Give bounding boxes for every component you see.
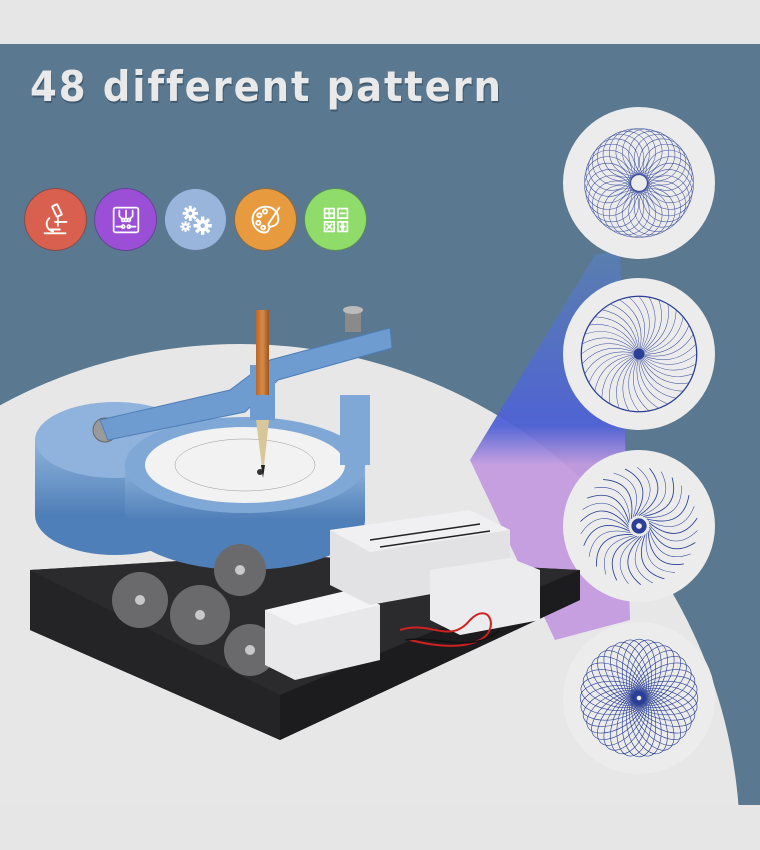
math-grid-icon [304, 188, 367, 251]
circuit-board-icon [94, 188, 157, 251]
category-icons [24, 188, 367, 251]
spirograph-pattern-4 [563, 622, 715, 774]
spirograph-drawing-machine [30, 306, 580, 740]
spirograph-pattern-1 [563, 107, 715, 259]
spirograph-pattern-2 [563, 278, 715, 430]
top-background [0, 0, 760, 44]
microscope-icon [24, 188, 87, 251]
gears-icon [164, 188, 227, 251]
page-title: 48 different pattern [30, 62, 503, 111]
palette-icon [234, 188, 297, 251]
bottom-background [0, 805, 760, 850]
spirograph-pattern-3 [563, 450, 715, 602]
